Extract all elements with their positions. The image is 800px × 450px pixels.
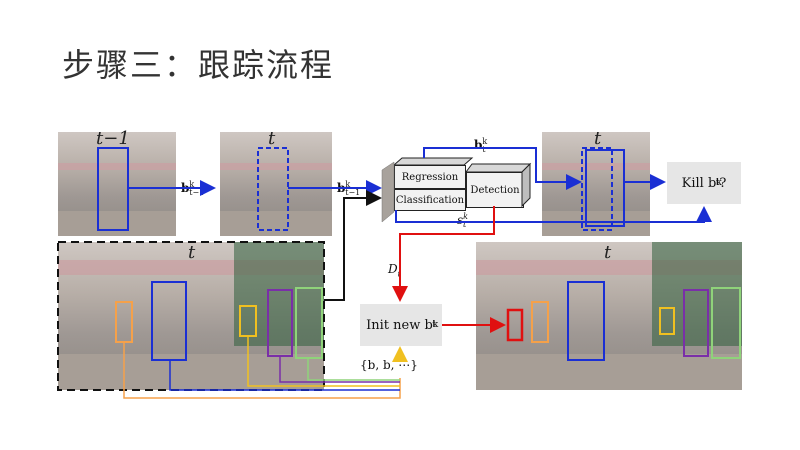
- init-sup: k: [432, 320, 439, 330]
- res-red: [506, 308, 524, 342]
- b-top-label: bkt: [474, 137, 488, 155]
- regression-box: Regression: [394, 165, 466, 189]
- classification-box: Classification: [394, 189, 466, 211]
- bbox-propagated: [257, 147, 289, 231]
- frame-t-propagated-label: t: [268, 128, 276, 149]
- kill-sub: t: [715, 178, 720, 188]
- arrow-regression-to-frame: [423, 147, 582, 190]
- frame-t-minus-1: [58, 132, 176, 236]
- network-3d-edges: [392, 157, 532, 208]
- init-sub: t: [432, 320, 436, 330]
- kill-text: Kill b: [681, 175, 717, 191]
- det-orange: [115, 301, 133, 343]
- res-yellow: [659, 307, 675, 335]
- frame-t-detections-label: t: [188, 242, 196, 263]
- line-orange: [123, 342, 401, 399]
- arrow-score-to-kill: [395, 206, 712, 223]
- det-blue: [151, 281, 187, 361]
- score-label: skt: [457, 212, 469, 230]
- line-blue: [169, 360, 400, 391]
- feature-map: [381, 161, 395, 223]
- res-orange: [531, 301, 549, 343]
- det-green: [295, 287, 323, 359]
- frame-t-regressed-label: t: [594, 128, 602, 149]
- line-yellow: [247, 336, 400, 387]
- line-purple: [279, 356, 400, 383]
- det-purple: [267, 289, 293, 357]
- res-green: [711, 287, 741, 359]
- bbox-prev: [97, 147, 129, 231]
- frame-t-minus-1-label: t−1: [96, 128, 130, 149]
- init-text: Init new b: [366, 317, 433, 333]
- bbox-regressed: [585, 149, 625, 227]
- kill-q: ?: [719, 175, 727, 191]
- arrow-detection-to-init: [392, 206, 495, 302]
- detection-box: Detection: [466, 172, 524, 208]
- detections-frame-border: [57, 241, 325, 391]
- frame-t-result: [476, 242, 742, 390]
- slide-title: 步骤三：跟踪流程: [62, 46, 335, 84]
- arrow-image-to-net: [324, 190, 382, 301]
- frame-t-propagated: [220, 132, 332, 236]
- res-purple: [683, 289, 709, 357]
- det-yellow: [239, 305, 257, 337]
- kill-sup: k: [716, 178, 722, 188]
- frame-t-result-label: t: [604, 242, 612, 263]
- line-green: [307, 358, 400, 381]
- res-blue: [567, 281, 605, 361]
